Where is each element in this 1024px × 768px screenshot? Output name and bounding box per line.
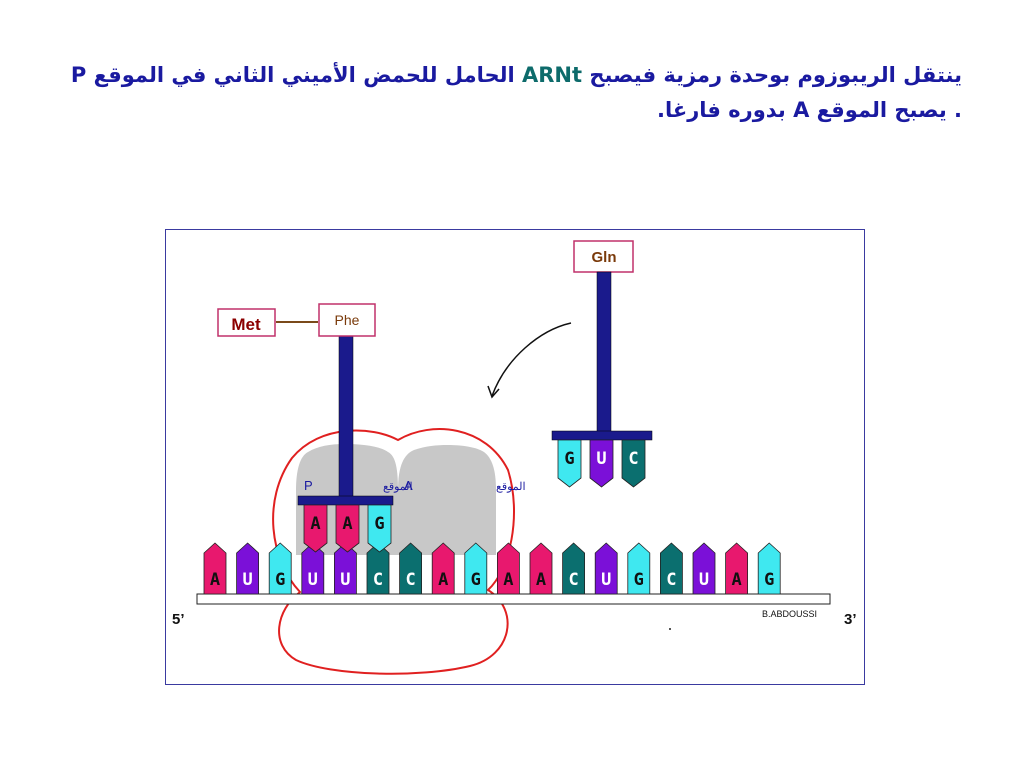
anticodon-incoming-base-2 — [621, 439, 646, 488]
mrna-base-letter-6: C — [405, 570, 415, 590]
amino-met: Met — [231, 315, 261, 334]
mrna-base-letter-9: A — [503, 570, 513, 590]
site-a-label: A — [404, 478, 413, 493]
anticodon-p-letter-0: A — [310, 514, 320, 534]
mrna-base-letter-4: U — [340, 570, 350, 590]
anticodon-p-letter-1: A — [342, 514, 352, 534]
ribosome-outline — [272, 428, 515, 675]
mrna-base-letter-1: U — [242, 570, 252, 590]
anticodon-incoming-letter-0: G — [564, 449, 574, 469]
anticodon-p-letter-2: G — [374, 514, 384, 534]
mrna-base-12 — [594, 542, 618, 595]
mrna-base-6 — [399, 542, 423, 595]
mrna-base-letter-5: C — [373, 570, 383, 590]
anticodon-incoming-letter-2: C — [628, 449, 638, 469]
author-credit: B.ABDOUSSI — [762, 609, 817, 619]
mrna-base-1 — [236, 542, 260, 595]
amino-phe-box — [318, 303, 376, 337]
title-trna: ARNt — [521, 63, 583, 87]
anticodon-p-base-2 — [367, 504, 392, 553]
mrna-base-0 — [203, 542, 227, 595]
tiny-dot — [669, 628, 671, 630]
anticodon-incoming-letter-1: U — [596, 449, 606, 469]
mrna-base-letter-10: A — [536, 570, 546, 590]
mrna-base-15 — [692, 542, 716, 595]
mrna-base-letter-8: G — [471, 570, 481, 590]
mrna-base-letter-16: A — [731, 570, 741, 590]
site-p-label: P — [304, 478, 313, 493]
slide-title: ينتقل الريبوزوم بوحدة رمزية فيصبح ARNt ا… — [70, 58, 962, 128]
title-part1: ينتقل الريبوزوم بوحدة رمزية فيصبح — [582, 63, 962, 87]
mrna-strand — [196, 593, 831, 605]
anticodon-p-base-0 — [303, 504, 328, 553]
trna-p-crossbar — [297, 495, 394, 506]
mrna-base-letter-11: C — [568, 570, 578, 590]
mrna-base-16 — [725, 542, 748, 595]
title-site-a: A — [793, 98, 810, 122]
anticodon-incoming-base-0 — [557, 439, 582, 488]
trna-incoming: Gln G U C — [551, 240, 653, 488]
mrna-base-13 — [627, 542, 651, 595]
five-prime-end: 5’ — [172, 611, 185, 628]
mrna-base-10 — [529, 542, 553, 595]
mrna-base-14 — [660, 542, 683, 595]
mrna-base-7 — [431, 542, 455, 595]
mrna-base-letter-12: U — [601, 570, 611, 590]
mrna-base-2 — [268, 542, 292, 595]
mrna-base-letter-7: A — [438, 570, 448, 590]
arrow-head-icon — [487, 385, 500, 399]
mrna-base-letter-3: U — [308, 570, 318, 590]
anticodon-incoming-base-1 — [589, 439, 614, 488]
three-prime-end: 3’ — [844, 611, 857, 628]
mrna-base-8 — [464, 542, 488, 595]
mrna-base-letter-13: G — [634, 570, 644, 590]
title-part2: الحامل للحمض الأميني الثاني في الموقع — [86, 63, 522, 87]
amino-met-box — [217, 308, 276, 337]
title-part3: . يصبح الموقع — [809, 98, 962, 122]
mrna-base-letter-14: C — [666, 570, 676, 590]
trna-incoming-stem — [596, 271, 612, 434]
amino-phe: Phe — [335, 312, 360, 328]
ribosome-site-a — [398, 445, 496, 555]
diagram-panel — [165, 229, 865, 685]
site-a-word: الموقع — [496, 481, 526, 493]
anticodon-p-base-1 — [335, 504, 360, 553]
site-p-word: الموقع — [383, 481, 413, 493]
trna-incoming-crossbar — [551, 430, 653, 441]
mrna-base-11 — [562, 542, 585, 595]
mrna-base-letter-0: A — [210, 570, 220, 590]
mrna-base-letter-17: G — [764, 570, 774, 590]
mrna-base-9 — [496, 542, 520, 595]
title-part4: بدوره فارغا. — [656, 98, 794, 122]
title-site-p: P — [70, 63, 87, 87]
trna-p-stem — [338, 335, 354, 498]
movement-arrow — [491, 322, 572, 397]
amino-gln: Gln — [592, 249, 617, 266]
mrna-base-letter-2: G — [275, 570, 285, 590]
mrna-base-17 — [757, 542, 781, 595]
mrna-base-letter-15: U — [699, 570, 709, 590]
